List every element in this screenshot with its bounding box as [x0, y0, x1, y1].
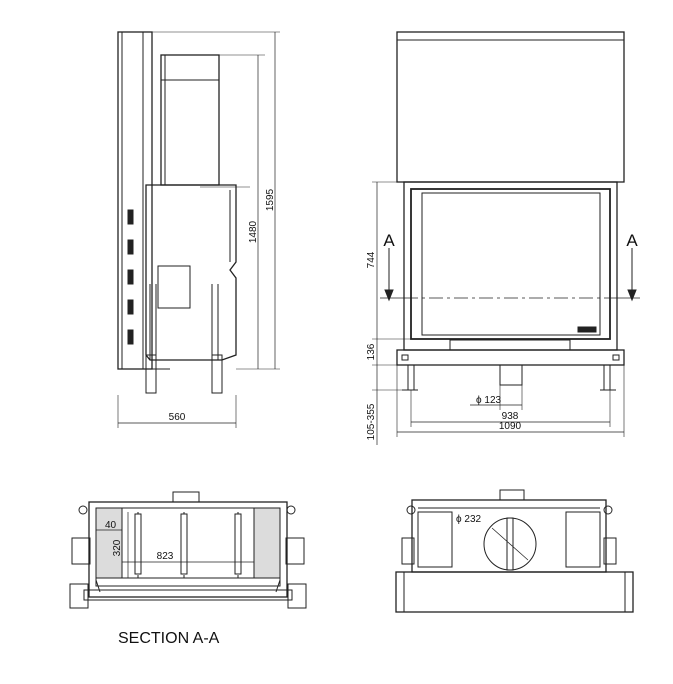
section-mark-right: A [626, 231, 638, 250]
dim-744: 744 [366, 251, 377, 268]
dim-1595: 1595 [265, 188, 276, 211]
section-inner-chamber [95, 507, 281, 587]
side-body-outline [145, 184, 237, 361]
top-base-plate [395, 571, 634, 613]
dim-40: 40 [105, 520, 117, 531]
section-side-box-right [285, 537, 305, 565]
front-view [372, 31, 640, 445]
dim-823: 823 [157, 551, 174, 562]
side-leg-back [211, 354, 223, 394]
top-side-box-right [603, 537, 617, 565]
front-frame [403, 181, 618, 351]
section-flue-collar [172, 491, 200, 503]
dim-105-355: 105-355 [366, 403, 377, 440]
side-flue-duct [160, 54, 220, 186]
side-leg-front [145, 354, 157, 394]
top-side-panel-right [565, 511, 601, 568]
dim-136: 136 [366, 343, 377, 360]
dim-1090: 1090 [499, 421, 522, 432]
side-view [117, 31, 280, 428]
section-aa-view [69, 491, 307, 609]
top-side-box-left [401, 537, 415, 565]
section-foot-left [69, 583, 89, 609]
dim-flue-232: ϕ 232 [456, 514, 482, 525]
top-outer-body [411, 499, 607, 573]
front-glass [421, 192, 601, 336]
dim-1480: 1480 [248, 220, 259, 243]
side-front-panel [117, 31, 153, 370]
front-flue-outlet [499, 364, 523, 386]
front-base-rail [396, 349, 625, 366]
section-caption: SECTION A-A [118, 630, 220, 647]
front-leg-right [603, 364, 611, 391]
dim-560: 560 [169, 412, 186, 423]
dim-flue-123: ϕ 123 [476, 395, 502, 406]
front-leg-left [407, 364, 415, 391]
top-side-panel-left [417, 511, 453, 568]
section-side-box-left [71, 537, 91, 565]
front-door-frame [410, 188, 611, 340]
dim-320: 320 [112, 539, 123, 556]
dim-line-232 [491, 527, 529, 561]
section-mark-left: A [383, 231, 395, 250]
dim-938: 938 [502, 411, 519, 422]
section-foot-right [287, 583, 307, 609]
front-upper-housing [396, 31, 625, 183]
side-access-plate [157, 265, 191, 309]
top-view [395, 489, 634, 613]
top-flue-collar [499, 489, 525, 501]
